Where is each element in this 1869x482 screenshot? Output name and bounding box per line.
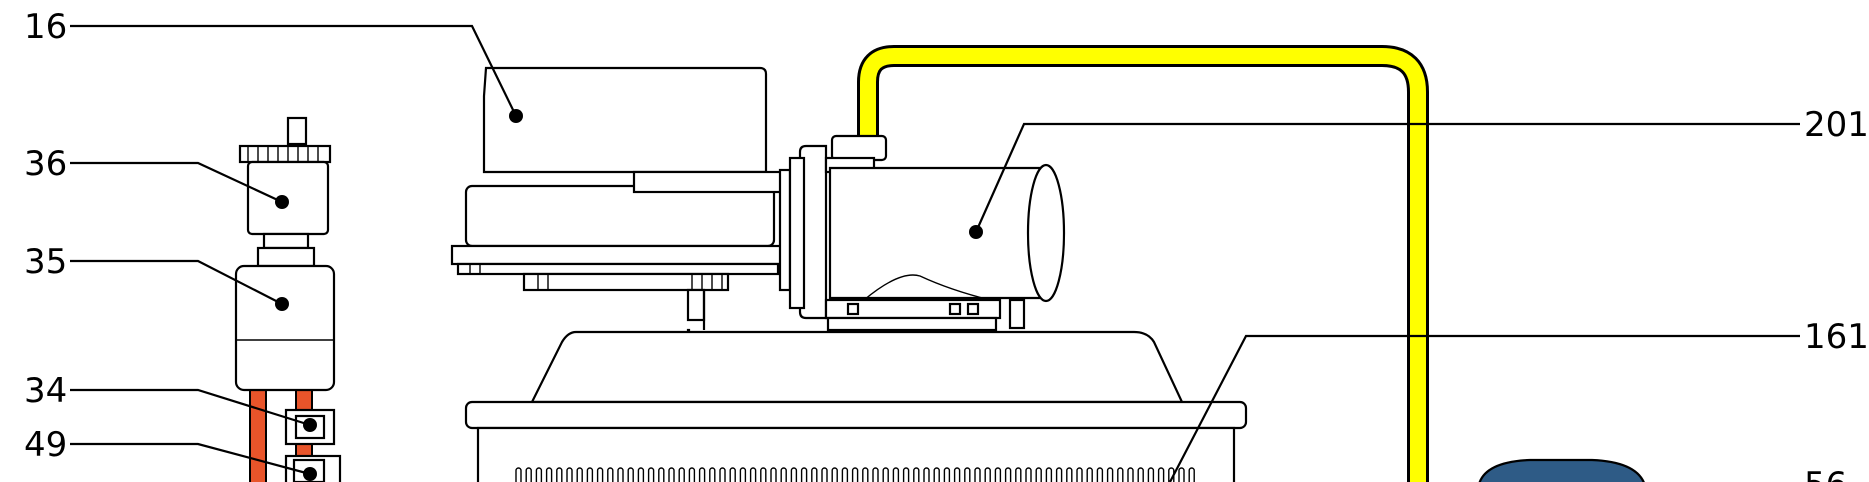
part-161-heat-exchanger-cover: [530, 330, 1184, 404]
fin: [1015, 467, 1022, 482]
fin: [525, 467, 532, 482]
leader-35: [70, 259, 283, 305]
fin: [770, 467, 777, 482]
leader-49: [70, 442, 311, 476]
fin: [902, 467, 910, 482]
fin: [535, 467, 543, 482]
fin: [1127, 467, 1134, 482]
part-16-fan-housing: [482, 66, 768, 174]
fin: [545, 467, 553, 482]
water-pipe-left: [249, 389, 267, 482]
fin: [1066, 467, 1073, 482]
leader-lines: [70, 24, 1800, 482]
fin: [678, 467, 685, 482]
leader-16: [70, 24, 517, 117]
fin: [729, 467, 736, 482]
fin: [556, 467, 563, 482]
fin: [709, 467, 716, 482]
callout-34: 34: [24, 371, 67, 411]
fin: [1025, 467, 1032, 482]
callout-201: 201: [1804, 105, 1869, 145]
fin: [719, 467, 726, 482]
fin: [872, 467, 879, 482]
fin: [953, 467, 961, 482]
part-201-fan-motor: [828, 166, 1048, 300]
fin: [668, 467, 675, 482]
callout-35: 35: [24, 242, 67, 282]
fin: [607, 467, 614, 482]
part-35-valve-body: [234, 264, 336, 392]
fin: [586, 467, 594, 482]
leader-201: [974, 122, 1800, 233]
callout-36: 36: [24, 144, 67, 184]
fin: [913, 467, 920, 482]
fin: [637, 467, 645, 482]
fin: [688, 467, 696, 482]
fin: [1076, 467, 1083, 482]
fin: [760, 467, 767, 482]
fin: [821, 467, 828, 482]
fin: [1086, 467, 1093, 482]
fin: [790, 467, 798, 482]
fin: [647, 467, 655, 482]
callout-49: 49: [24, 425, 67, 465]
fin: [974, 467, 981, 482]
fin: [576, 467, 583, 482]
fin: [964, 467, 971, 482]
callout-56: 56: [1804, 465, 1847, 482]
fin: [800, 467, 808, 482]
fin: [658, 467, 665, 482]
fin: [851, 467, 859, 482]
fin: [749, 467, 757, 482]
fin: [1004, 467, 1012, 482]
fin: [1045, 467, 1053, 482]
fin: [831, 467, 838, 482]
fin: [617, 467, 624, 482]
fin: [1117, 467, 1124, 482]
fin: [1055, 467, 1063, 482]
fin: [627, 467, 634, 482]
fin: [882, 467, 889, 482]
fin: [984, 467, 991, 482]
callout-161: 161: [1804, 317, 1869, 357]
fin: [943, 467, 951, 482]
boiler-body: [464, 330, 1248, 482]
fin: [780, 467, 787, 482]
fin: [1157, 467, 1165, 482]
fin: [1188, 467, 1195, 482]
fin: [892, 467, 900, 482]
fin: [1096, 467, 1104, 482]
fin: [933, 467, 940, 482]
fin: [596, 467, 604, 482]
part-56-expansion-vessel: [1478, 458, 1645, 482]
fin: [698, 467, 706, 482]
air-vent-assembly: [234, 116, 342, 482]
leader-161: [1169, 334, 1800, 482]
part-36-air-vent: [246, 160, 330, 236]
callout-16: 16: [24, 7, 67, 47]
fin: [841, 467, 849, 482]
burner-fan-assembly: [450, 66, 1066, 333]
fin: [994, 467, 1002, 482]
fin: [566, 467, 573, 482]
heat-exchanger-fins: [515, 467, 1195, 482]
fin: [1147, 467, 1155, 482]
fin: [1106, 467, 1114, 482]
fin: [739, 467, 747, 482]
fin: [1178, 467, 1185, 482]
fin: [1137, 467, 1144, 482]
fin: [1035, 467, 1042, 482]
fin: [811, 467, 818, 482]
fin: [515, 467, 522, 482]
leader-34: [70, 388, 311, 427]
fin: [862, 467, 869, 482]
leader-36: [70, 161, 283, 203]
fin: [923, 467, 930, 482]
